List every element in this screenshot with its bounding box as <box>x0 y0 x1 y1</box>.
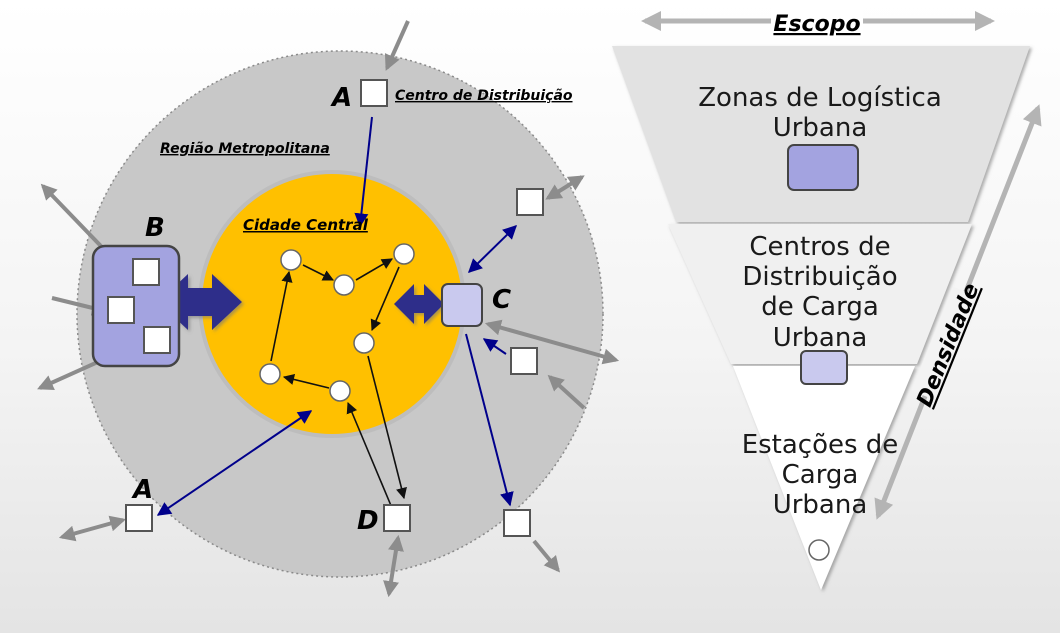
arrow-s1-s2 <box>302 264 335 281</box>
node-top-right[interactable] <box>516 188 544 216</box>
center-c-label: C <box>492 285 511 315</box>
link-a-to-city <box>354 116 373 228</box>
arrow-a-top-inbound <box>384 20 410 71</box>
arrow-bottom-right-out <box>532 539 561 573</box>
zone-b-node-1[interactable] <box>132 258 160 286</box>
station-1[interactable] <box>280 249 302 271</box>
station-5[interactable] <box>329 380 351 402</box>
node-a-top-label: A <box>330 83 352 113</box>
arrow-s5-s6 <box>282 373 330 389</box>
center-c-city-double-arrow <box>394 284 444 324</box>
zone-b-node-3[interactable] <box>143 326 171 354</box>
distribution-center-label: Centro de Distribuição <box>395 88 573 104</box>
level-3-line-2: Carga <box>782 460 859 490</box>
zone-b-label: B <box>145 213 165 243</box>
arrow-s6-s1 <box>270 270 293 362</box>
level-stations <box>733 366 915 590</box>
metro-region-label: Região Metropolitana <box>160 141 330 157</box>
station-6[interactable] <box>259 363 281 385</box>
level-2-line-4: Urbana <box>773 323 868 353</box>
distribution-center-c[interactable] <box>441 283 483 327</box>
arrow-top-right-node <box>545 175 585 200</box>
node-a-top[interactable] <box>360 79 388 107</box>
arrow-d-bottom <box>383 534 404 598</box>
station-3[interactable] <box>393 243 415 265</box>
arrow-c-right <box>484 319 620 365</box>
scope-title: Escopo <box>773 12 860 37</box>
level-2-line-1: Centros de <box>749 232 890 262</box>
arrow-right-node-out <box>547 374 586 410</box>
station-4[interactable] <box>353 332 375 354</box>
zone-legend-box <box>787 144 859 191</box>
level-1-line-1: Zonas de Logística <box>698 83 942 113</box>
arrow-s2-s3 <box>355 258 393 281</box>
scope-title-backdrop <box>771 6 863 38</box>
center-legend-box <box>800 350 848 385</box>
node-bottom-right[interactable] <box>503 509 531 537</box>
link-city-to-a-bottom <box>156 410 313 516</box>
external-flow-arrows <box>37 20 620 598</box>
level-1-line-2: Urbana <box>773 113 868 143</box>
station-2[interactable] <box>333 274 355 296</box>
city-stations <box>259 243 415 402</box>
link-c-to-top-right <box>467 225 518 273</box>
level-3-line-1: Estações de <box>742 430 899 460</box>
arrow-s3-s4 <box>370 266 400 332</box>
link-right-node-to-c <box>482 338 507 355</box>
level-3-line-3: Urbana <box>773 490 868 520</box>
link-c-to-bottom-right <box>465 333 514 507</box>
internal-city-arrows <box>270 258 407 509</box>
arrow-a-bottom-out <box>58 515 127 542</box>
map-diagram: A Centro de Distribuição Região Metropol… <box>37 20 620 598</box>
node-d[interactable] <box>383 504 411 532</box>
scope-funnel: Escopo Zonas de Logística Urbana Centros… <box>612 6 1042 590</box>
level-2-line-2: Distribuição <box>742 262 897 292</box>
zone-b-node-2[interactable] <box>107 296 135 324</box>
station-legend-circle <box>808 539 830 561</box>
node-d-label: D <box>357 506 379 536</box>
distribution-links <box>156 116 518 516</box>
density-label-backdrop <box>911 286 982 402</box>
arrow-d-s5 <box>346 401 393 509</box>
level-2-line-3: de Carga <box>761 292 879 322</box>
node-right[interactable] <box>510 347 538 375</box>
arrow-s4-d <box>367 355 407 500</box>
node-a-bottom-label: A <box>131 475 153 505</box>
central-city-label: Cidade Central <box>243 216 369 234</box>
node-a-bottom[interactable] <box>125 504 153 532</box>
